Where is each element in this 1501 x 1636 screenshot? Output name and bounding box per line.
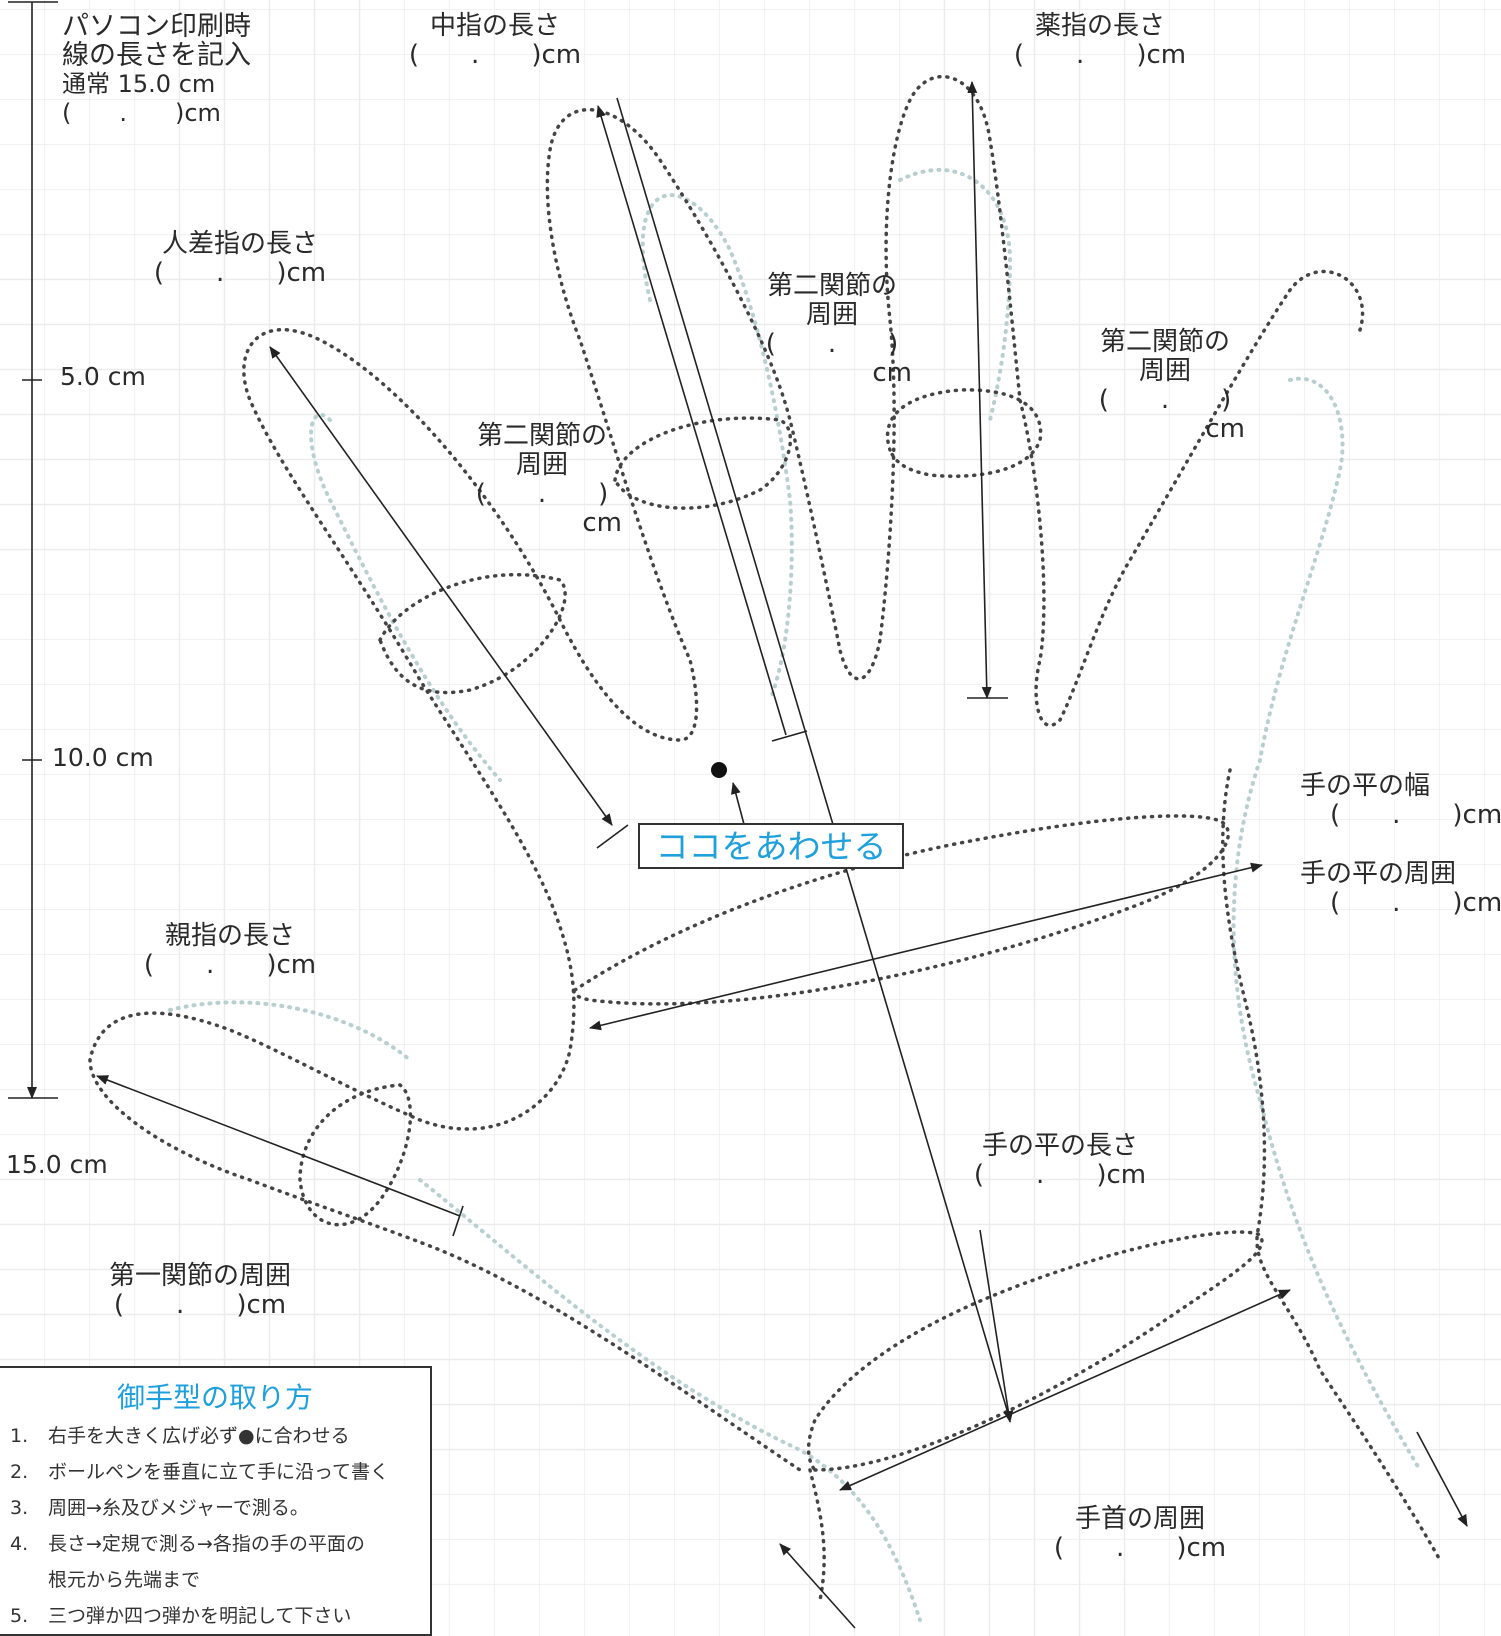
index-joint-line4: cm bbox=[582, 508, 622, 538]
scale-title-line1: パソコン印刷時 bbox=[62, 11, 251, 42]
instruction-text: 根元から先端まで bbox=[48, 1569, 201, 1591]
thumb-length-label: 親指の長さ ( . )cm bbox=[130, 922, 330, 980]
palm-length-title: 手の平の長さ bbox=[981, 1131, 1138, 1161]
scale-blank: ( . )cm bbox=[62, 99, 221, 127]
wrist-title: 手首の周囲 bbox=[1074, 1504, 1205, 1534]
palm-circ-label: 手の平の周囲 ( . )cm bbox=[1300, 860, 1501, 918]
ring-length-arrow bbox=[967, 81, 992, 699]
middle-joint-line3: ( . ) bbox=[765, 329, 899, 359]
middle-joint-line1: 第二関節の bbox=[766, 271, 897, 301]
instruction-item: 3. 周囲→糸及びメジャーで測る。 bbox=[10, 1490, 389, 1526]
palm-length-label: 手の平の長さ ( . )cm bbox=[950, 1132, 1170, 1190]
instructions-box: 御手型の取り方 1. 右手を大きく広げ必ず●に合わせる 2. ボールペンを垂直に立て… bbox=[0, 1366, 432, 1636]
middle-length-arrow-2 bbox=[616, 97, 1011, 1421]
palm-circ-blank: ( . )cm bbox=[1330, 888, 1501, 918]
middle-length-blank: ( . )cm bbox=[408, 40, 582, 70]
scale-title-line2: 線の長さを記入 bbox=[62, 40, 251, 71]
ring-joint-label: 第二関節の 周囲 ( . ) cm bbox=[1085, 328, 1245, 444]
middle-joint-line2: 周囲 bbox=[805, 300, 858, 330]
index-joint-line3: ( . ) bbox=[475, 479, 609, 509]
middle-joint-line4: cm bbox=[872, 358, 912, 388]
instruction-item: 4. 長さ→定規で測る→各指の手の平面の bbox=[10, 1526, 389, 1562]
index-length-arrow bbox=[269, 346, 613, 826]
palm-width-title: 手の平の幅 bbox=[1300, 771, 1431, 801]
instruction-text: ボールペンを垂直に立て手に沿って書く bbox=[48, 1461, 390, 1483]
palm-circ-title: 手の平の周囲 bbox=[1300, 859, 1457, 889]
palm-length-arrow bbox=[979, 1229, 1014, 1423]
measurement-arrows bbox=[8, 1, 1468, 1629]
palm-length-blank: ( . )cm bbox=[973, 1160, 1147, 1190]
instruction-item-continued: 根元から先端まで bbox=[10, 1562, 389, 1598]
first-joint-label: 第一関節の周囲 ( . )cm bbox=[90, 1262, 310, 1320]
tick-5cm: 5.0 cm bbox=[60, 362, 146, 391]
wrist-label: 手首の周囲 ( . )cm bbox=[1040, 1505, 1240, 1563]
index-joint-label: 第二関節の 周囲 ( . ) cm bbox=[462, 422, 622, 538]
instruction-number: 5. bbox=[10, 1605, 29, 1627]
scale-normal: 通常 15.0 cm bbox=[62, 70, 216, 98]
instruction-number: 3. bbox=[10, 1497, 29, 1519]
wrist-blank: ( . )cm bbox=[1053, 1533, 1227, 1563]
instruction-text: 右手を大きく広げ必ず●に合わせる bbox=[48, 1425, 350, 1447]
instruction-text: 三つ弾か四つ弾かを明記して下さい bbox=[48, 1605, 352, 1627]
match-here-label: ココをあわせる bbox=[638, 823, 904, 869]
thumb-length-arrow bbox=[96, 1075, 461, 1217]
scale-title: パソコン印刷時 線の長さを記入 通常 15.0 cm ( . )cm bbox=[62, 12, 251, 128]
index-joint-line1: 第二関節の bbox=[476, 421, 607, 451]
ring-joint-line3: ( . ) bbox=[1098, 385, 1232, 415]
wrist-arrow bbox=[839, 1289, 1291, 1491]
instruction-text: 長さ→定規で測る→各指の手の平面の bbox=[48, 1533, 365, 1555]
ring-length-title: 薬指の長さ bbox=[1034, 11, 1165, 41]
ring-length-label: 薬指の長さ ( . )cm bbox=[1000, 12, 1200, 70]
instruction-number: 4. bbox=[10, 1533, 29, 1555]
index-joint-line2: 周囲 bbox=[515, 450, 568, 480]
instruction-number: 1. bbox=[10, 1425, 29, 1447]
instruction-item: 2. ボールペンを垂直に立て手に沿って書く bbox=[10, 1454, 389, 1490]
ring-joint-line2: 周囲 bbox=[1138, 356, 1191, 386]
alignment-dot bbox=[711, 762, 727, 778]
middle-length-arrow bbox=[596, 105, 787, 736]
instructions-title: 御手型の取り方 bbox=[116, 1381, 313, 1414]
ring-length-blank: ( . )cm bbox=[1013, 40, 1187, 70]
palm-width-blank: ( . )cm bbox=[1330, 800, 1501, 830]
first-joint-blank: ( . )cm bbox=[113, 1290, 287, 1320]
instruction-number: 2. bbox=[10, 1461, 29, 1483]
instruction-item: 5. 三つ弾か四つ弾かを明記して下さい bbox=[10, 1598, 389, 1634]
tick-15cm: 15.0 cm bbox=[6, 1150, 108, 1179]
thumb-length-blank: ( . )cm bbox=[143, 950, 317, 980]
instructions-list: 1.右手を大きく広げ必ず●に合わせる 2.ボールペンを垂直に立て手に沿って書く … bbox=[10, 1418, 389, 1634]
instruction-text: 周囲→糸及びメジャーで測る。 bbox=[48, 1497, 309, 1519]
match-pointer-arrow bbox=[731, 782, 746, 829]
index-length-label: 人差指の長さ ( . )cm bbox=[140, 230, 340, 288]
middle-length-label: 中指の長さ ( . )cm bbox=[395, 12, 595, 70]
ring-joint-line4: cm bbox=[1205, 414, 1245, 444]
index-length-title: 人差指の長さ bbox=[161, 229, 318, 259]
middle-length-title: 中指の長さ bbox=[429, 11, 560, 41]
ring-joint-line1: 第二関節の bbox=[1099, 327, 1230, 357]
first-joint-title: 第一関節の周囲 bbox=[108, 1261, 291, 1291]
middle-joint-label: 第二関節の 周囲 ( . ) cm bbox=[752, 272, 912, 388]
index-length-blank: ( . )cm bbox=[153, 258, 327, 288]
instruction-item: 1. 右手を大きく広げ必ず●に合わせる bbox=[10, 1418, 389, 1454]
tick-10cm: 10.0 cm bbox=[52, 743, 154, 772]
thumb-length-title: 親指の長さ bbox=[164, 921, 295, 951]
palm-width-label: 手の平の幅 ( . )cm bbox=[1300, 772, 1501, 830]
palm-width-arrow bbox=[589, 862, 1263, 1031]
